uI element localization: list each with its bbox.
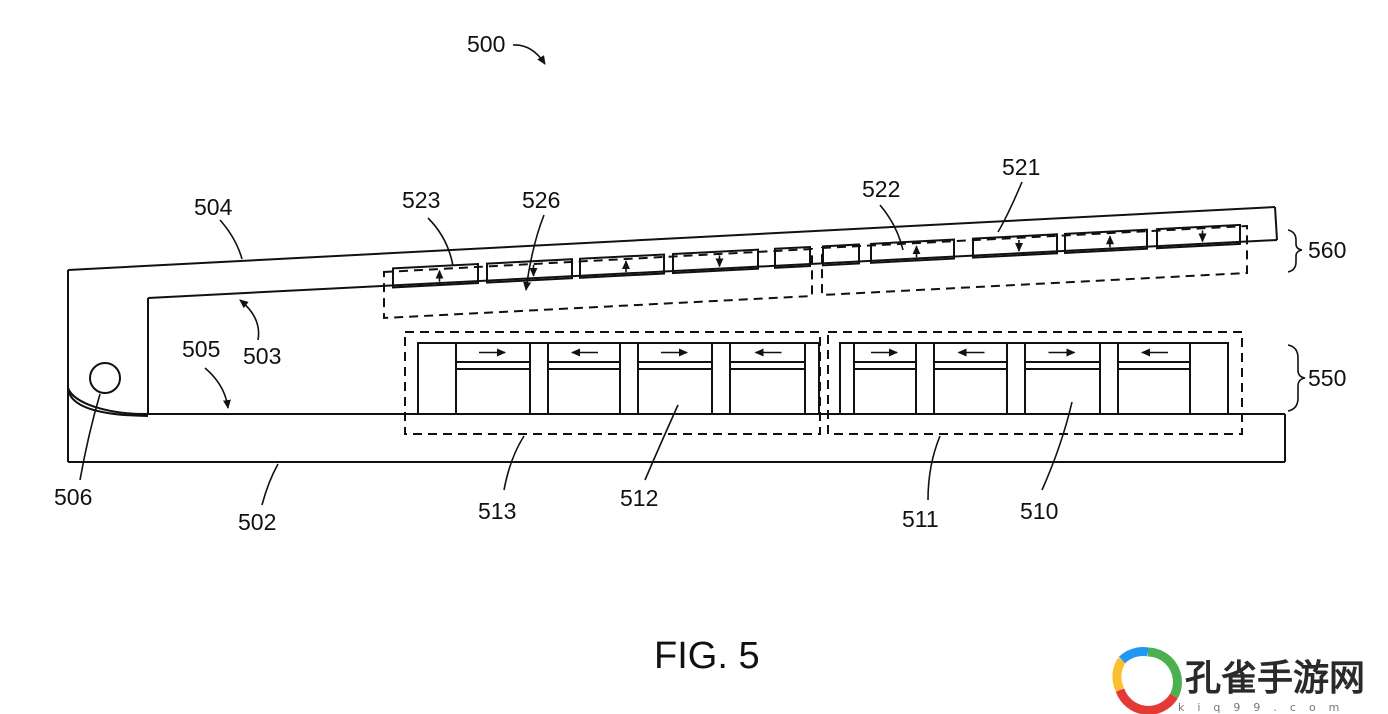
flux-guide-bar — [619, 342, 639, 415]
lid-magnet-block — [579, 253, 665, 279]
lower-magnet-array — [404, 331, 1243, 435]
label-512: 512 — [620, 485, 658, 511]
hinge-pin — [89, 362, 121, 394]
lid-magnet-block — [672, 248, 759, 275]
flux-guide-bar — [417, 342, 457, 415]
flux-guide-bar — [1189, 342, 1229, 415]
flux-guide-bar — [839, 342, 855, 415]
label-502: 502 — [238, 509, 276, 535]
label-506: 506 — [54, 484, 92, 510]
label-522: 522 — [862, 176, 900, 202]
leader-lines — [79, 44, 1306, 506]
flux-guide-bar — [711, 342, 731, 415]
lid-magnet-block — [392, 262, 479, 289]
label-511: 511 — [902, 506, 939, 532]
lid-magnet-block — [486, 258, 573, 284]
label-523: 523 — [402, 187, 440, 213]
label-500: 500 — [467, 31, 505, 57]
label-513: 513 — [478, 498, 516, 524]
label-550: 550 — [1308, 365, 1346, 391]
watermark-text: 孔雀手游网 — [1185, 657, 1365, 699]
label-505: 505 — [182, 336, 220, 362]
watermark-subtext: kiq99.com — [1178, 701, 1352, 714]
lid-magnet-block — [1156, 223, 1241, 250]
label-521: 521 — [1002, 154, 1040, 180]
lid-magnet-block — [1064, 228, 1148, 254]
flux-guide-bar — [529, 342, 549, 415]
label-526: 526 — [522, 187, 560, 213]
lid-magnet-block — [972, 233, 1058, 259]
lid-magnet-block — [822, 243, 860, 267]
label-560: 560 — [1308, 237, 1346, 263]
label-510: 510 — [1020, 498, 1058, 524]
flux-guide-bar — [804, 342, 820, 415]
watermark-logo-icon — [1112, 647, 1182, 714]
lid-magnet-block — [774, 245, 811, 269]
flux-guide-bar — [1006, 342, 1026, 415]
label-503: 503 — [243, 343, 281, 369]
watermark: 孔雀手游网 kiq99.com — [1112, 647, 1365, 714]
upper-magnet-array — [383, 223, 1248, 320]
figure-caption: FIG. 5 — [654, 635, 760, 677]
flux-guide-bar — [1099, 342, 1119, 415]
lid-magnet-block — [870, 238, 955, 264]
label-504: 504 — [194, 194, 233, 220]
reference-labels: 500 504 523 526 522 521 560 505 503 550 … — [54, 31, 1346, 535]
flux-guide-bar — [915, 342, 935, 415]
housing-outline — [67, 206, 1286, 463]
